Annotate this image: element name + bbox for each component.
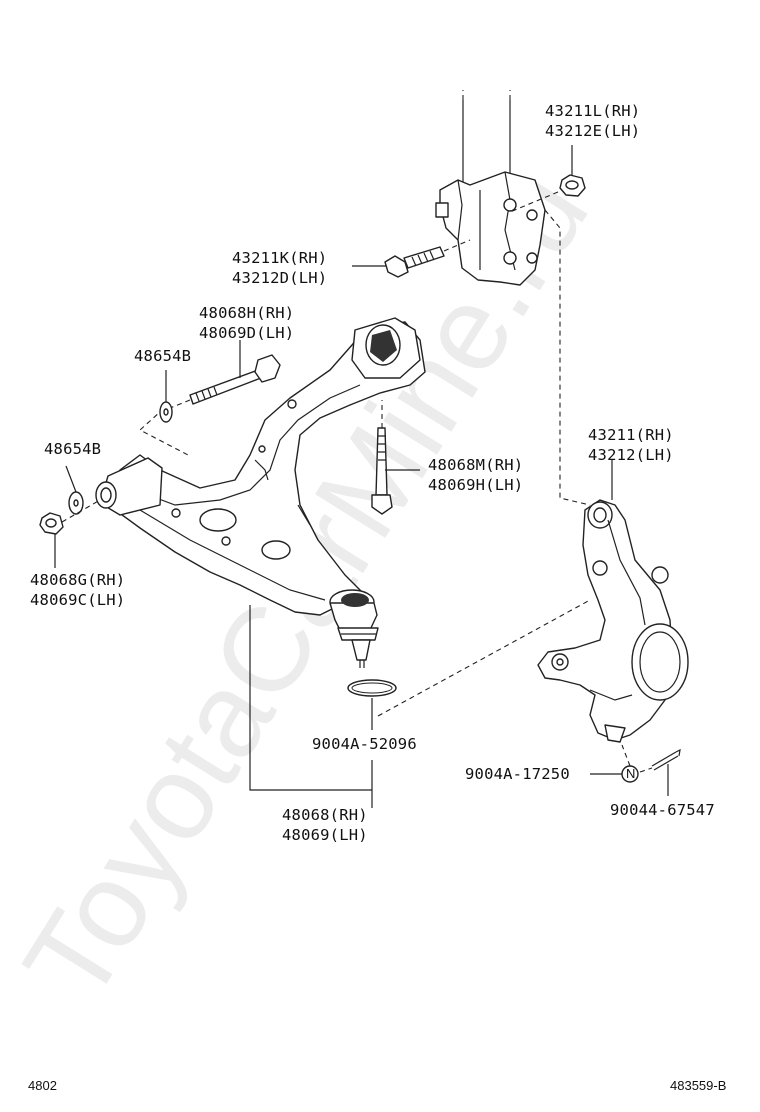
svg-text:48068(RH): 48068(RH): [282, 806, 368, 824]
steering-knuckle: [537, 460, 689, 743]
label-strut-bolt: 43211K(RH) 43212D(LH): [232, 249, 327, 287]
label-arm-bolt: 48068H(RH) 48069D(LH): [199, 304, 294, 342]
cotter-pin: [639, 748, 681, 796]
strut-nut: [509, 145, 591, 506]
svg-text:48069D(LH): 48069D(LH): [199, 324, 294, 342]
footer-right-code: 483559-B: [670, 1078, 726, 1093]
washer-lower: [65, 465, 84, 515]
svg-text:43211L(RH): 43211L(RH): [545, 102, 640, 120]
label-knuckle-nut: 9004A-17250: [465, 765, 570, 783]
label-washer-upper: 48654B: [134, 347, 191, 365]
svg-text:43212E(LH): 43212E(LH): [545, 122, 640, 140]
arm-nut: [39, 499, 101, 568]
snap-ring: [347, 599, 591, 730]
footer-left-code: 4802: [28, 1078, 57, 1093]
svg-text:48068G(RH): 48068G(RH): [30, 571, 125, 589]
svg-text:48068H(RH): 48068H(RH): [199, 304, 294, 322]
vertical-bolt: [371, 400, 420, 515]
svg-text:43211K(RH): 43211K(RH): [232, 249, 327, 267]
svg-text:48069(LH): 48069(LH): [282, 826, 368, 844]
knuckle-nut: N: [590, 744, 639, 783]
strut-assembly: [435, 90, 546, 286]
svg-text:48069H(LH): 48069H(LH): [428, 476, 523, 494]
label-arm-nut: 48068G(RH) 48069C(LH): [30, 571, 125, 609]
label-knuckle: 43211(RH) 43212(LH): [588, 426, 674, 464]
label-strut-nut: 43211L(RH) 43212E(LH): [545, 102, 640, 140]
label-cotter-pin: 90044-67547: [610, 801, 715, 819]
svg-text:48068M(RH): 48068M(RH): [428, 456, 523, 474]
svg-text:N: N: [626, 766, 635, 781]
svg-text:43211(RH): 43211(RH): [588, 426, 674, 444]
washer-upper: [159, 370, 173, 423]
arm-bolt: [139, 340, 281, 457]
label-washer-lower: 48654B: [44, 440, 101, 458]
svg-text:43212(LH): 43212(LH): [588, 446, 674, 464]
lower-control-arm: [95, 317, 426, 668]
label-lower-arm: 48068(RH) 48069(LH): [282, 806, 368, 844]
svg-text:43212D(LH): 43212D(LH): [232, 269, 327, 287]
label-vertical-bolt: 48068M(RH) 48069H(LH): [428, 456, 523, 494]
strut-bolt: [352, 239, 471, 278]
label-snap-ring: 9004A-52096: [312, 735, 417, 753]
svg-text:48069C(LH): 48069C(LH): [30, 591, 125, 609]
